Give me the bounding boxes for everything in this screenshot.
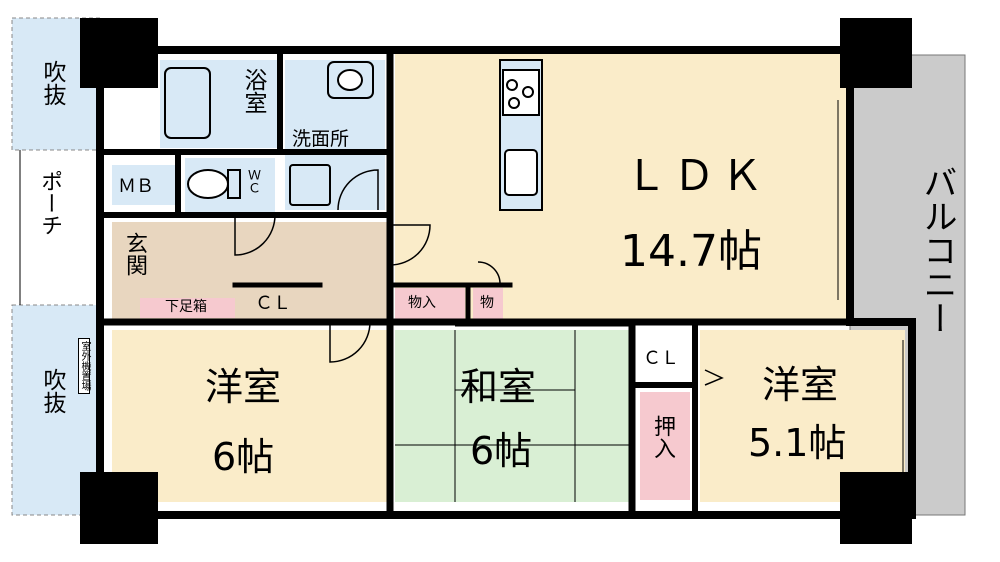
shoe-box-area bbox=[140, 298, 235, 318]
fixtures bbox=[164, 59, 543, 211]
japanese-room-area bbox=[395, 330, 635, 502]
wc-label: ＷＣ bbox=[245, 168, 260, 194]
void-top-text: 吹抜 bbox=[39, 60, 65, 106]
basin-bowl bbox=[337, 69, 363, 91]
closet-jp-label: 押入 bbox=[650, 415, 675, 459]
japanese-room-name-label: 和室 bbox=[460, 365, 537, 409]
washer-pan bbox=[289, 164, 331, 206]
doors bbox=[234, 169, 724, 386]
storage-a-label: 物入 bbox=[408, 295, 436, 311]
cl-west-label: ＣＬ bbox=[255, 293, 291, 314]
cl-east-label: ＣＬ bbox=[643, 348, 679, 369]
shoe-box-label: 下足箱 bbox=[165, 299, 207, 315]
east-room-name-label: 洋室 bbox=[762, 363, 839, 407]
japanese-room-size-label: 6帖 bbox=[470, 429, 533, 473]
east-room-size-label: 5.1帖 bbox=[748, 421, 847, 465]
void-bottom-label: 吹抜 bbox=[39, 368, 65, 414]
ldk-name-label: ＬＤＫ bbox=[625, 151, 770, 200]
storage-b-label: 物 bbox=[480, 295, 494, 311]
bath-label: 浴室 bbox=[240, 68, 266, 114]
west-room-size-label: 6帖 bbox=[212, 435, 275, 479]
walls bbox=[96, 46, 916, 519]
mb-label: ＭＢ bbox=[118, 176, 154, 197]
ldk-size-label: 14.7帖 bbox=[620, 226, 762, 277]
kitchen-sink bbox=[504, 149, 538, 196]
entrance-label: 玄関 bbox=[122, 232, 147, 276]
toilet-bowl bbox=[187, 169, 229, 199]
windows bbox=[19, 100, 904, 500]
tatami-lines bbox=[395, 330, 632, 502]
storage-a-area bbox=[395, 288, 465, 320]
storage-b-area bbox=[473, 288, 503, 320]
mb-area bbox=[112, 165, 177, 205]
void-top-label: 吹抜 bbox=[39, 60, 65, 106]
closet-jp-area bbox=[640, 392, 690, 500]
bathtub bbox=[164, 67, 211, 139]
porch-label: ポーチ bbox=[37, 170, 62, 236]
burner-2 bbox=[522, 86, 534, 98]
toilet-tank bbox=[227, 169, 241, 199]
washroom-label: 洗面所 bbox=[292, 128, 350, 150]
burner-3 bbox=[508, 97, 520, 109]
west-room-name-label: 洋室 bbox=[205, 365, 282, 409]
columns bbox=[80, 18, 912, 544]
burner-1 bbox=[506, 79, 518, 91]
ldk-area bbox=[395, 50, 850, 322]
balcony-label: バルコニー bbox=[917, 165, 957, 335]
outdoor-unit-label: 室外機置場 bbox=[78, 338, 90, 394]
